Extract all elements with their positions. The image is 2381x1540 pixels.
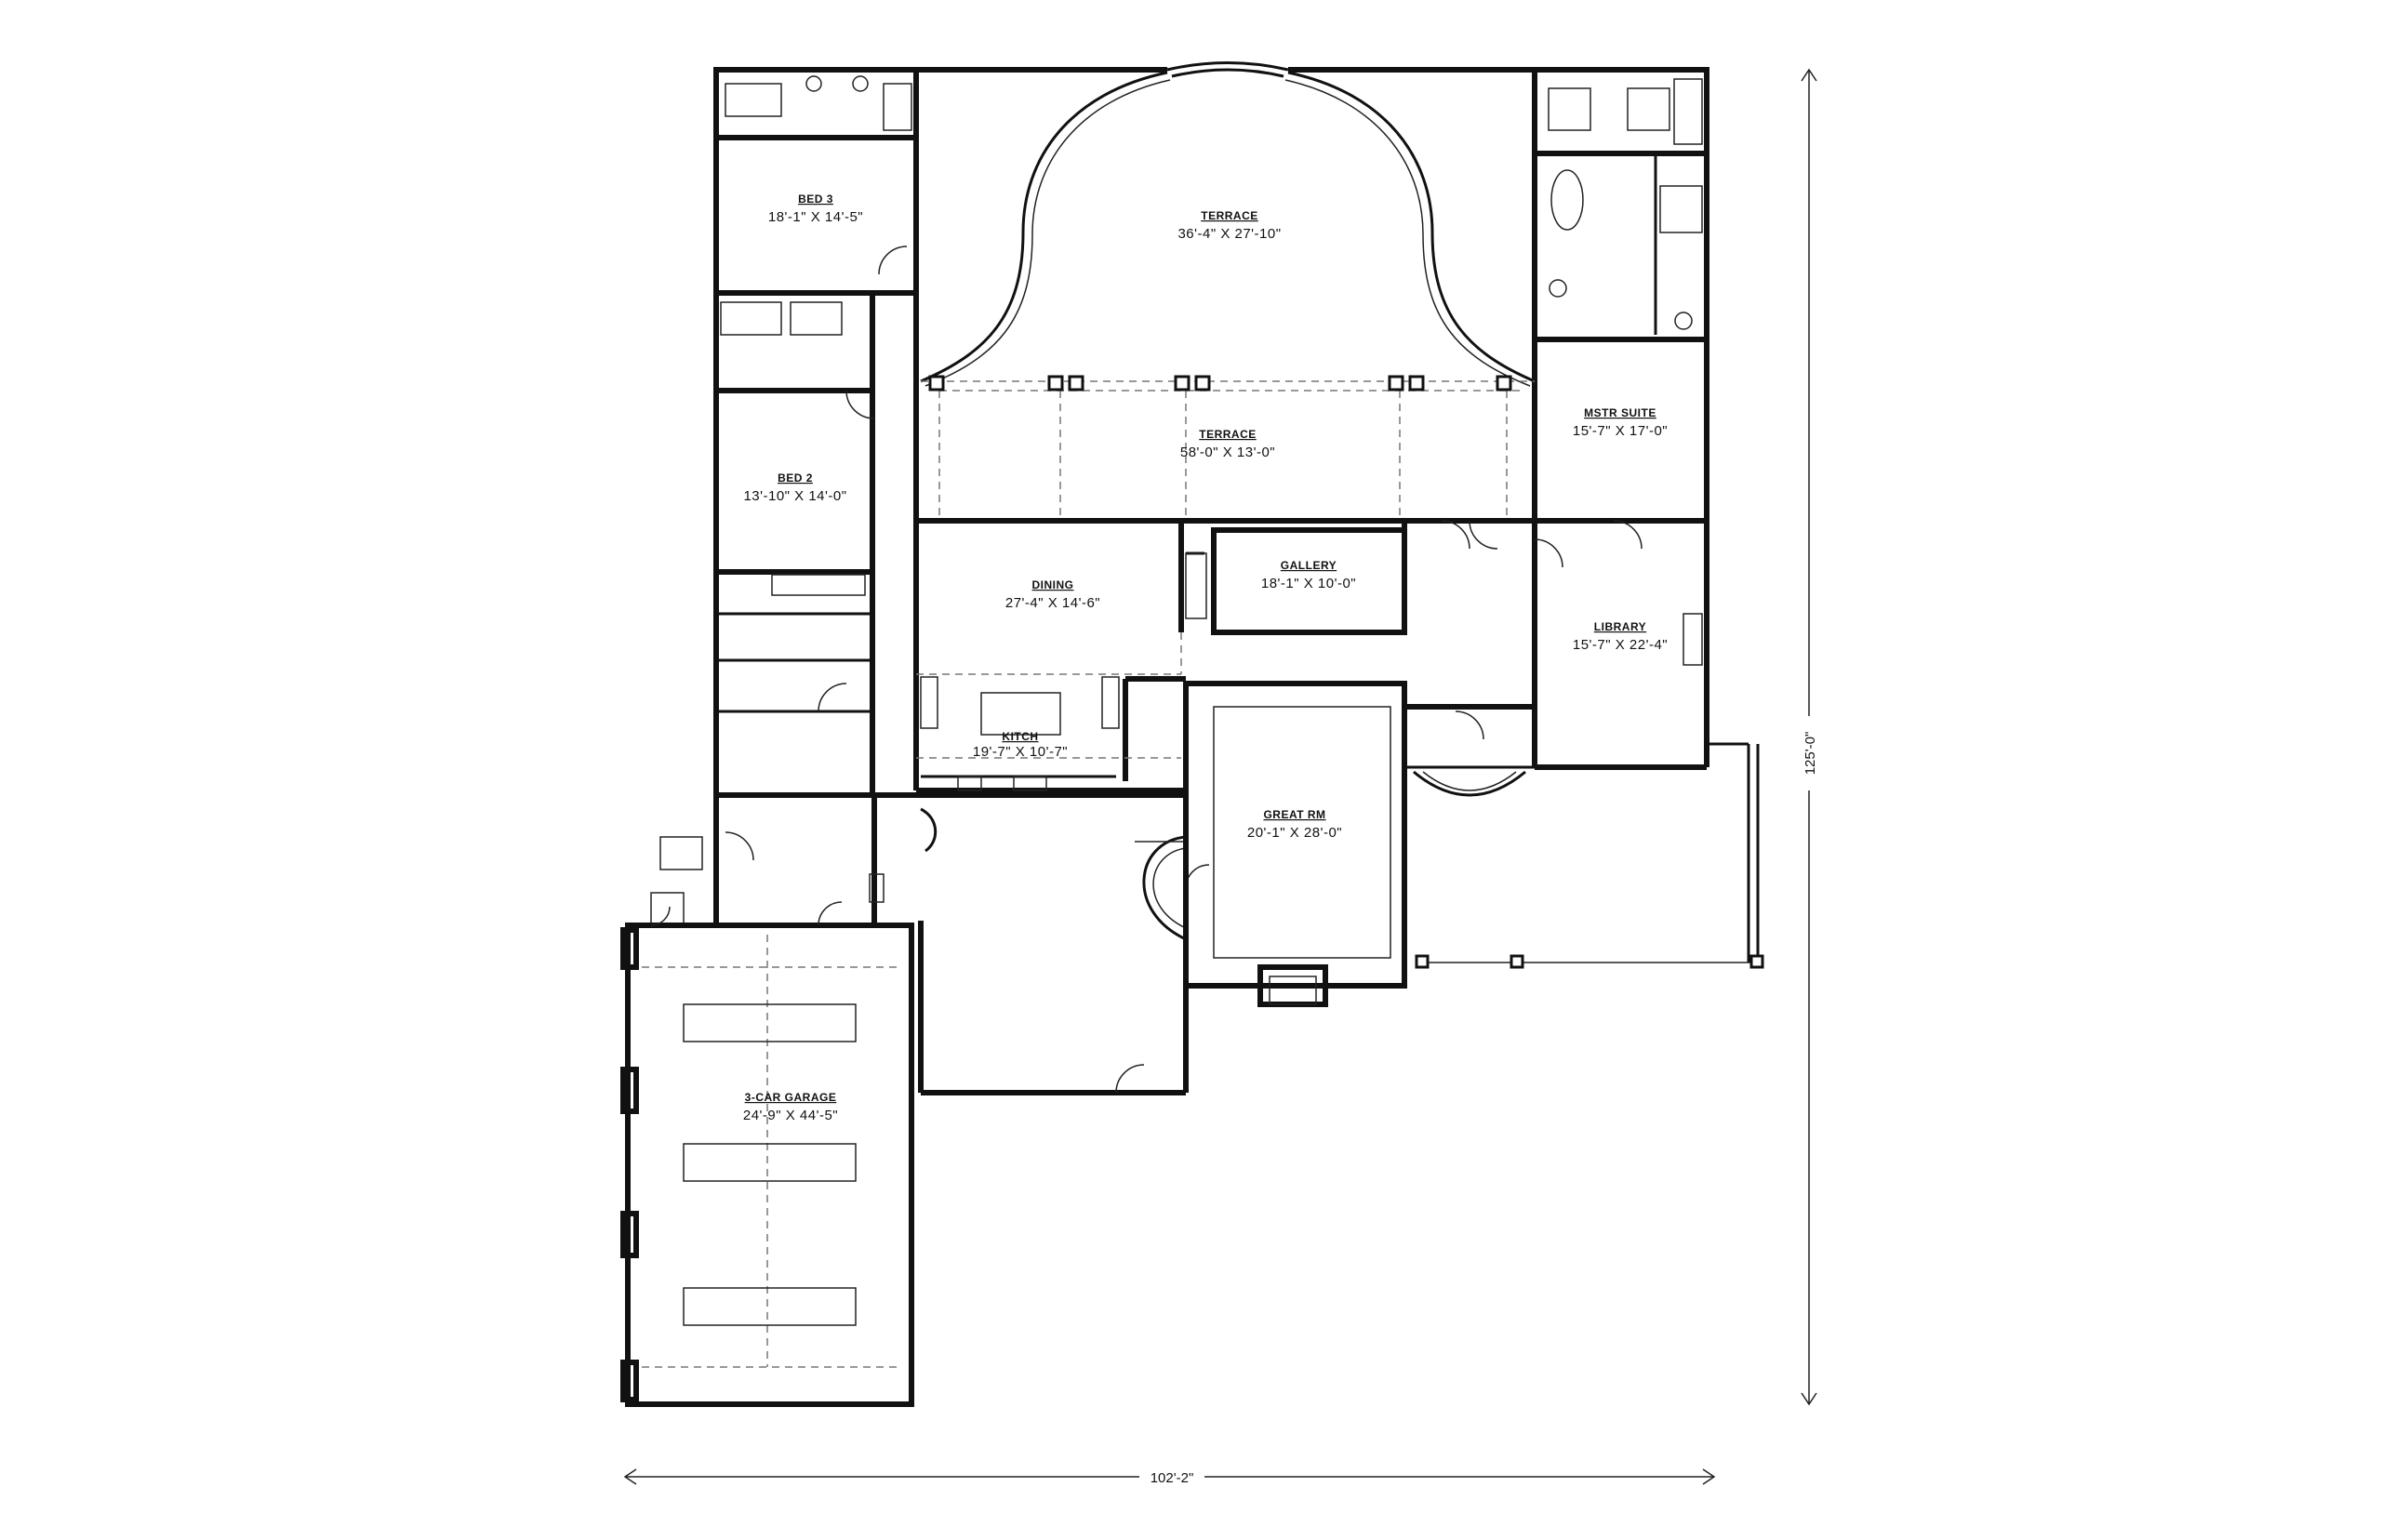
bed3-label: BED 3 (798, 192, 833, 206)
terrace-lower-dims: 58'-0" X 13'-0" (1180, 445, 1275, 460)
great-room-walls (1135, 681, 1407, 1007)
library-dims: 15'-7" X 22'-4" (1573, 637, 1668, 653)
depth-dimension: 125'-0" (1799, 68, 1819, 1406)
bed2-label: BED 2 (778, 471, 813, 485)
gallery-label: GALLERY (1281, 559, 1337, 572)
hall-walls (918, 792, 1189, 1095)
bed3-dims: 18'-1" X 14'-5" (768, 209, 863, 225)
master-suite-dims: 15'-7" X 17'-0" (1573, 423, 1668, 439)
width-dimension-label: 102'-2" (1151, 1470, 1194, 1486)
lower-terrace (916, 375, 1535, 524)
garage-label: 3-CAR GARAGE (745, 1091, 837, 1104)
bed2-dims: 13'-10" X 14'-0" (743, 488, 846, 504)
gallery-dims: 18'-1" X 10'-0" (1261, 576, 1356, 591)
upper-terrace (913, 61, 1537, 521)
master-wing-walls (1532, 67, 1709, 770)
terrace-upper-label: TERRACE (1201, 209, 1258, 222)
bedroom-wing-walls (713, 67, 921, 798)
library-label: LIBRARY (1594, 620, 1646, 633)
porch (1404, 704, 1764, 969)
master-suite-label: MSTR SUITE (1584, 406, 1656, 419)
terrace-lower-label: TERRACE (1199, 428, 1257, 441)
mudroom-walls (650, 795, 885, 926)
depth-dimension-label: 125'-0" (1802, 732, 1818, 776)
great-room-dims: 20'-1" X 28'-0" (1247, 825, 1342, 841)
garage (620, 901, 914, 1407)
dining-label: DINING (1032, 578, 1074, 591)
dining-dims: 27'-4" X 14'-6" (1005, 595, 1100, 611)
terrace-upper-dims: 36'-4" X 27'-10" (1177, 226, 1281, 242)
kitchen-dims: 19'-7" X 10'-7" (973, 744, 1068, 760)
kitchen-label: KITCH (1002, 730, 1038, 743)
great-room-label: GREAT RM (1263, 808, 1325, 821)
width-dimension: 102'-2" (623, 1467, 1716, 1487)
kitchen-walls (916, 676, 1186, 793)
room-labels: BED 3 18'-1" X 14'-5" BED 2 13'-10" X 14… (743, 192, 1668, 1123)
dining-gallery-walls (913, 520, 1498, 790)
garage-dims: 24'-9" X 44'-5" (743, 1108, 838, 1123)
